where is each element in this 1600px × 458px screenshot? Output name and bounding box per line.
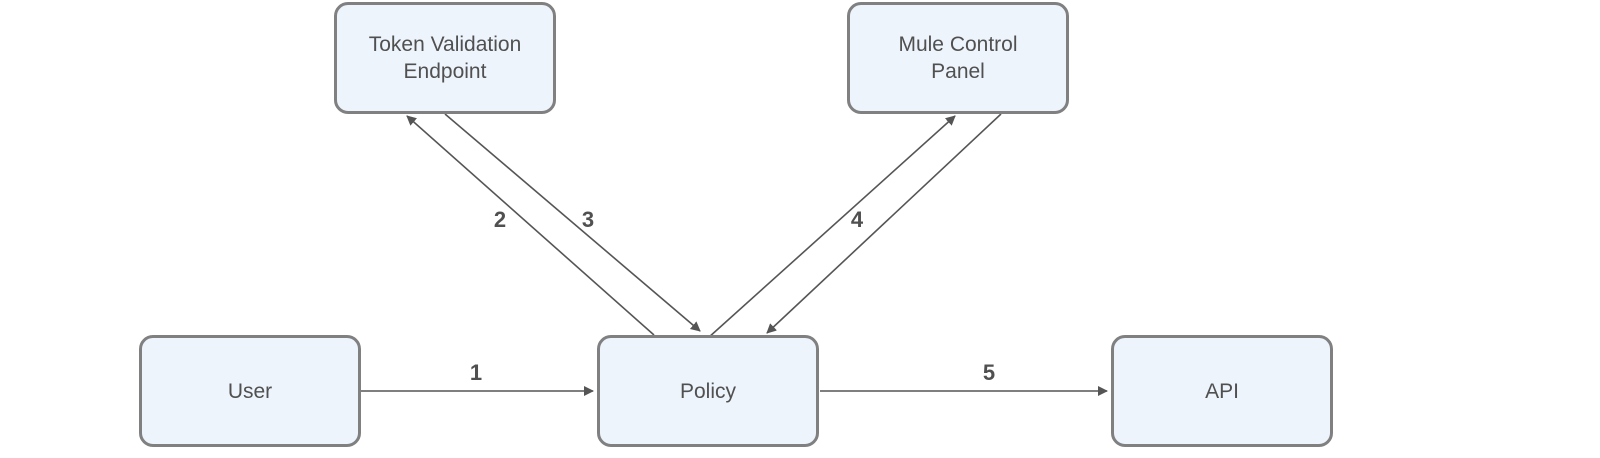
step-5-label: 5 (982, 360, 996, 385)
step-2-label: 2 (493, 207, 507, 232)
arrow-policy-to-token (406, 115, 655, 336)
arrow-mule-to-policy (766, 113, 1002, 334)
api-node: API (1111, 335, 1333, 447)
arrow-token-to-policy (444, 113, 701, 332)
policy-label: Policy (679, 379, 737, 403)
step-1-label: 1 (469, 360, 483, 385)
token-validation-endpoint-label: Token Validation Endpoint (368, 33, 522, 83)
mule-control-panel-node: Mule Control Panel (847, 2, 1069, 114)
step-3-label: 3 (581, 207, 595, 232)
user-label: User (227, 379, 273, 403)
step-4-label: 4 (850, 207, 864, 232)
mule-control-panel-label: Mule Control Panel (898, 33, 1018, 83)
arrow-policy-to-mule (707, 115, 956, 339)
user-node: User (139, 335, 361, 447)
policy-node: Policy (597, 335, 819, 447)
api-label: API (1205, 379, 1239, 403)
token-validation-endpoint-node: Token Validation Endpoint (334, 2, 556, 114)
